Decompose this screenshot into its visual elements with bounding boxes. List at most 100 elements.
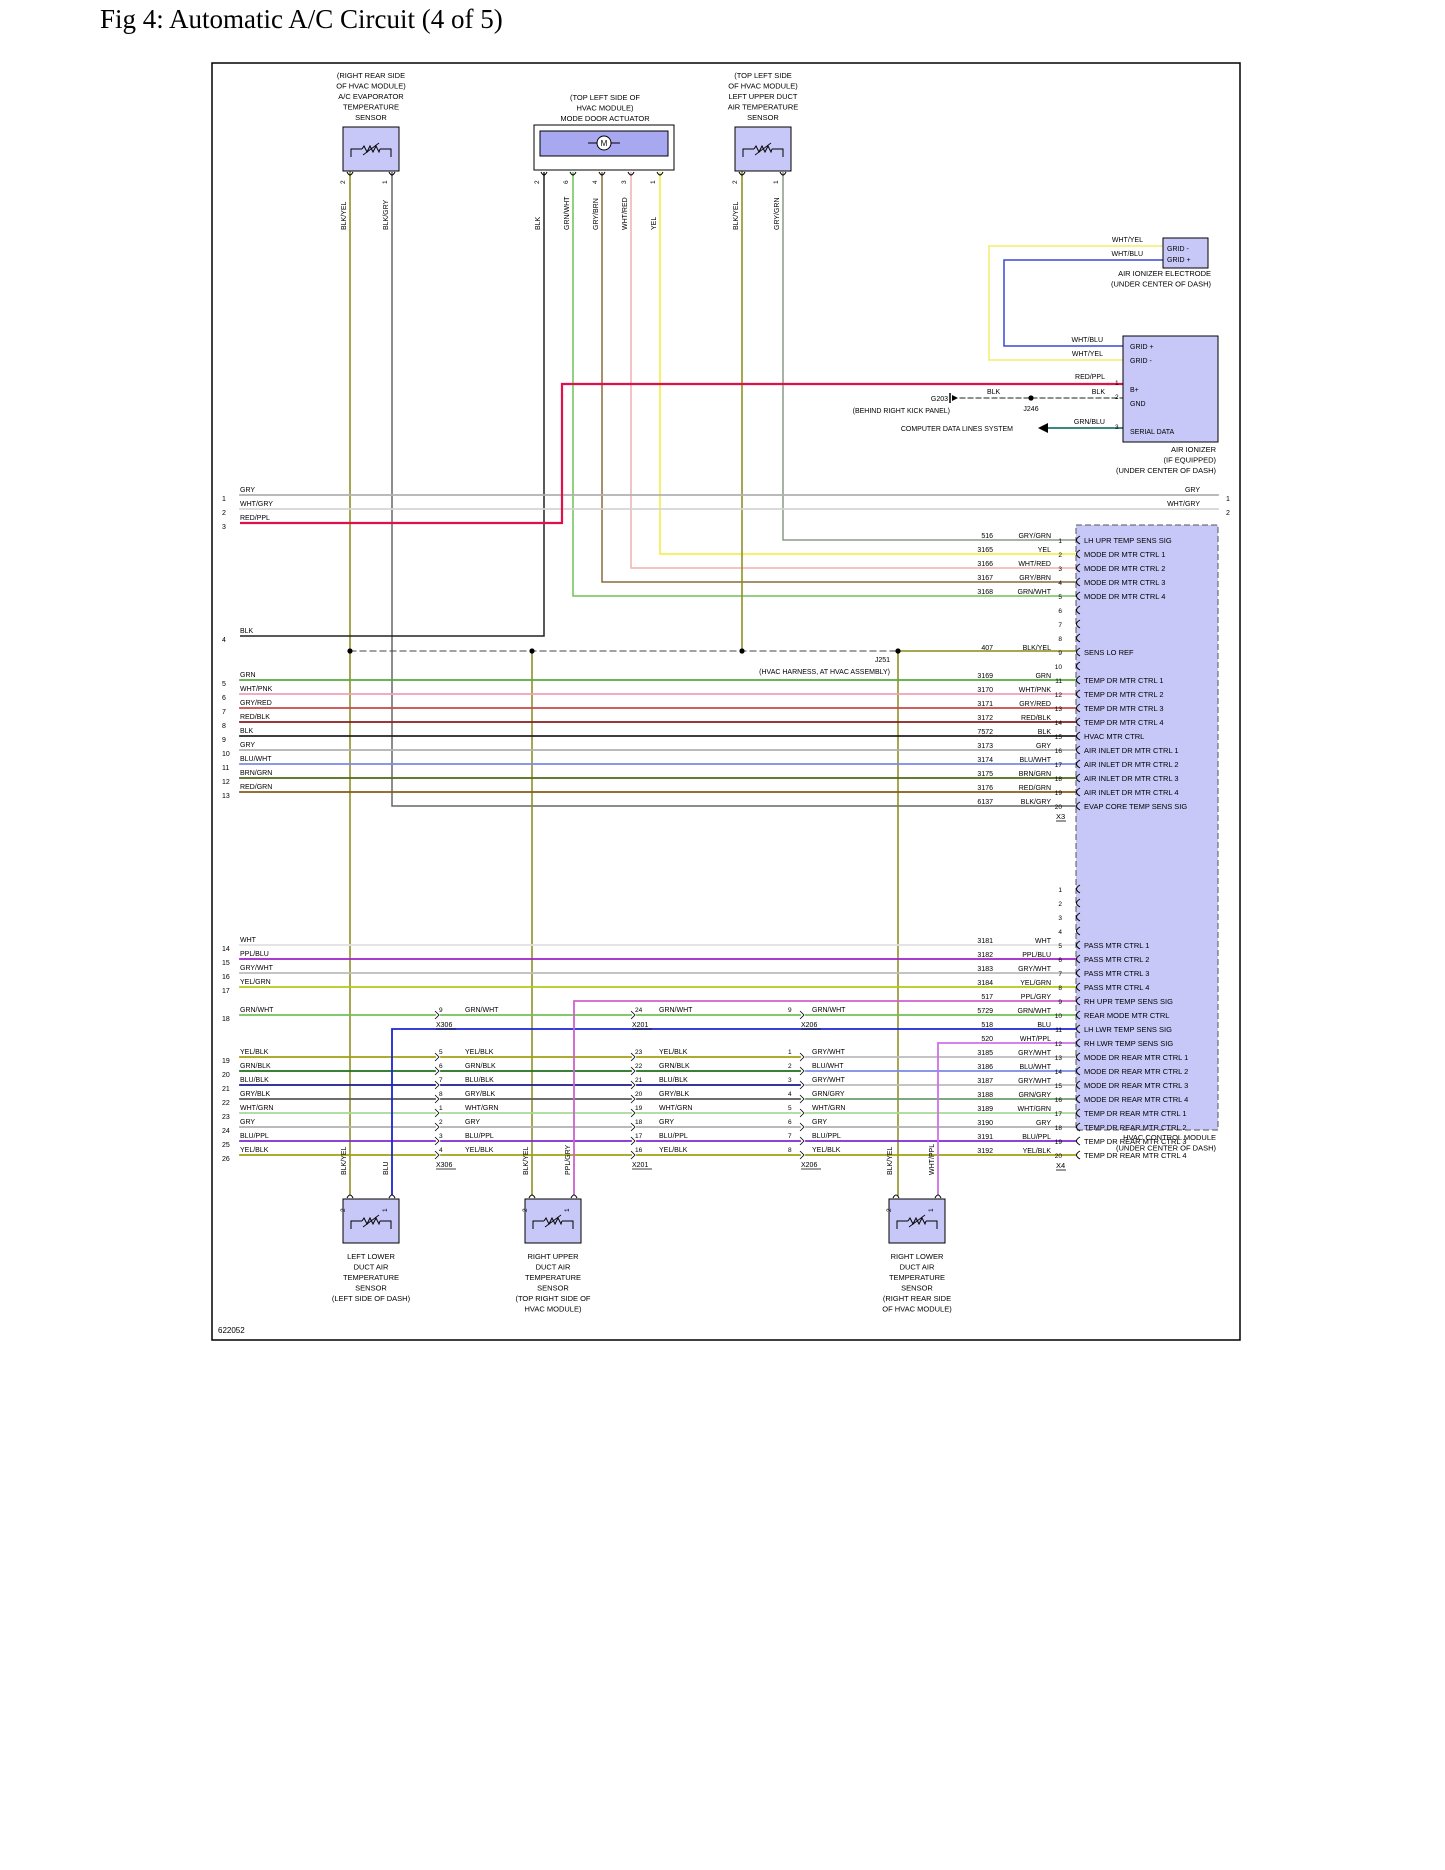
ionizer-caption: (UNDER CENTER OF DASH) — [1116, 466, 1217, 475]
module-pin-signal: TEMP DR REAR MTR CTRL 1 — [1084, 1109, 1187, 1118]
wire-wht-blu — [1003, 259, 1163, 347]
inline-pin-number: 19 — [635, 1105, 643, 1112]
connector-x3: X3 — [1056, 812, 1065, 821]
pin-number: 1 — [1115, 380, 1119, 387]
inline-pin-number: 3 — [788, 1077, 792, 1084]
inline-pin-number: 20 — [635, 1091, 643, 1098]
module-pin — [1076, 731, 1081, 741]
pin-terminal — [627, 171, 635, 176]
splice-j251-node — [895, 648, 901, 654]
inline-connector-label: X206 — [801, 1162, 817, 1169]
inline-pin — [799, 1066, 805, 1076]
wire-label: BLU/WHT — [1020, 1064, 1052, 1071]
pin-number: 1 — [382, 1208, 389, 1212]
wire-label: BLK/YEL — [523, 1146, 530, 1175]
left-line-number: 20 — [222, 1072, 230, 1079]
circuit-number: 3169 — [977, 673, 993, 680]
pin-terminal — [738, 171, 746, 176]
evap-sensor-caption: TEMPERATURE — [343, 103, 399, 112]
air-ionizer — [1122, 335, 1219, 443]
wire-label: BLK/GRY — [383, 199, 390, 230]
left-line-number: 4 — [222, 637, 226, 644]
wire-label: WHT/GRY — [240, 501, 273, 508]
module-pin-number: 20 — [1055, 804, 1063, 811]
pin-label: GND — [1130, 401, 1146, 408]
hvac-module-caption: HVAC CONTROL MODULE — [1123, 1133, 1216, 1142]
wire-blk-left-4 — [240, 172, 545, 637]
module-pin-number: 1 — [1058, 887, 1062, 894]
inline-pin-number: 5 — [439, 1049, 443, 1056]
circuit-number: 3167 — [977, 575, 993, 582]
ionizer-caption: AIR IONIZER — [1171, 445, 1217, 454]
wire-label: GRN — [240, 672, 256, 679]
inline-pin — [434, 1094, 440, 1104]
circuit-number: 7572 — [977, 729, 993, 736]
wire-label: BLU/WHT — [812, 1063, 844, 1070]
wire-label: GRN/WHT — [1018, 1008, 1052, 1015]
module-pin — [1076, 675, 1081, 685]
left-line-number: 11 — [222, 765, 229, 772]
wire-label: BLU/WHT — [1020, 757, 1052, 764]
electrode-caption: (UNDER CENTER OF DASH) — [1111, 280, 1212, 289]
wire-label: BLK — [1038, 729, 1052, 736]
pin-label: SERIAL DATA — [1130, 429, 1175, 436]
wire-wht-ppl — [937, 1042, 1076, 1195]
module-pin-signal: TEMP DR REAR MTR CTRL 3 — [1084, 1137, 1187, 1146]
circuit-number: 3191 — [977, 1134, 993, 1141]
module-pin — [1076, 591, 1081, 601]
circuit-number: 3192 — [977, 1148, 993, 1155]
module-pin-signal: LH UPR TEMP SENS SIG — [1084, 536, 1172, 545]
inline-connector-label: X306 — [436, 1162, 452, 1169]
thermistor-arrow — [362, 142, 380, 156]
wire-label: BLU/PPL — [1022, 1134, 1051, 1141]
wire-label: GRY/WHT — [812, 1049, 846, 1056]
splice-j251-node — [739, 648, 745, 654]
inline-pin-number: 17 — [635, 1133, 643, 1140]
module-pin-number: 16 — [1055, 1097, 1063, 1104]
wire-label: BLK/YEL — [341, 201, 348, 230]
left-line-number: 23 — [222, 1114, 230, 1121]
inline-pin — [630, 1108, 636, 1118]
inline-pin — [799, 1080, 805, 1090]
wire-label: YEL/BLK — [1023, 1148, 1052, 1155]
module-pin-signal: MODE DR MTR CTRL 3 — [1084, 578, 1165, 587]
module-pin — [1076, 898, 1081, 908]
left-line-number: 5 — [222, 681, 226, 688]
module-pin-signal: AIR INLET DR MTR CTRL 2 — [1084, 760, 1179, 769]
inline-pin-number: 6 — [439, 1063, 443, 1070]
circuit-number: 3186 — [977, 1064, 993, 1071]
circuit-number: 3183 — [977, 966, 993, 973]
thermistor-arrow — [544, 1214, 562, 1228]
module-pin — [1076, 633, 1081, 643]
wire-label: WHT/RED — [1018, 561, 1051, 568]
wire-label: GRY/BLK — [240, 1091, 271, 1098]
wire-label: RED/PPL — [240, 515, 270, 522]
wire-label: BLK — [240, 728, 254, 735]
thermistor-arrow — [908, 1214, 926, 1228]
inline-pin-number: 7 — [788, 1133, 792, 1140]
wire-label: GRY/BLK — [465, 1091, 496, 1098]
circuit-number: 3190 — [977, 1120, 993, 1127]
wire-label: BLK/YEL — [733, 201, 740, 230]
module-pin — [1076, 549, 1081, 559]
circuit-number: 3182 — [977, 952, 993, 959]
wire-label: YEL/GRN — [1020, 980, 1051, 987]
wire-label: GRY/WHT — [1018, 1078, 1052, 1085]
inline-pin — [434, 1136, 440, 1146]
wire-mode-4 — [572, 172, 1076, 597]
circuit-number: 3170 — [977, 687, 993, 694]
module-pin-number: 10 — [1055, 664, 1063, 671]
wire-label: GRN — [1035, 673, 1051, 680]
wire-ppl-gry — [573, 1000, 1076, 1195]
circuit-number: 3188 — [977, 1092, 993, 1099]
pin-terminal — [779, 171, 787, 176]
pin-number: 2 — [732, 180, 739, 184]
wire-label: GRY — [465, 1119, 480, 1126]
wire-label: WHT/PNK — [240, 686, 273, 693]
module-pin — [1076, 1136, 1081, 1146]
wire-label: WHT — [1035, 938, 1052, 945]
pin-number: 4 — [592, 180, 599, 184]
pin-terminal — [388, 1194, 396, 1199]
wire-label: YEL — [651, 217, 658, 230]
